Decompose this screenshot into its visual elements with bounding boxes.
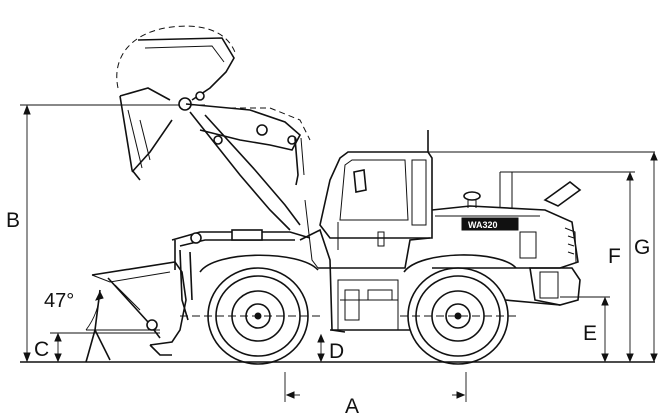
dimension-f xyxy=(626,171,634,363)
lowered-boom xyxy=(171,229,311,321)
rear-wheel xyxy=(400,267,520,365)
model-badge-plate xyxy=(461,217,519,231)
raised-bucket xyxy=(116,25,237,181)
label-b: B xyxy=(6,209,20,232)
dimension-g xyxy=(650,151,658,363)
lowered-bucket xyxy=(85,261,187,363)
chassis xyxy=(299,199,431,333)
dump-angle-indicator xyxy=(85,290,160,331)
engine-hood: WA320 xyxy=(431,171,582,269)
label-f: F xyxy=(608,245,621,268)
label-g: G xyxy=(634,236,650,259)
front-wheel xyxy=(180,267,320,365)
air-intake xyxy=(543,180,582,207)
precleaner xyxy=(463,191,481,201)
dimension-e xyxy=(601,296,609,363)
label-a: A xyxy=(345,395,359,415)
dump-angle-label: 47° xyxy=(44,290,74,312)
dimension-d xyxy=(317,333,325,363)
dimension-b xyxy=(23,104,31,363)
label-d: D xyxy=(329,340,344,363)
exhaust-stack xyxy=(499,171,513,208)
fenders xyxy=(199,254,517,273)
dimension-c xyxy=(54,332,62,363)
side-mirror xyxy=(353,169,367,193)
label-c: C xyxy=(34,338,49,361)
raised-boom xyxy=(185,103,311,231)
model-badge: WA320 xyxy=(468,220,498,230)
operator-cab xyxy=(319,130,433,250)
dimension-a xyxy=(284,372,467,402)
label-e: E xyxy=(583,322,597,345)
counterweight xyxy=(504,267,581,306)
